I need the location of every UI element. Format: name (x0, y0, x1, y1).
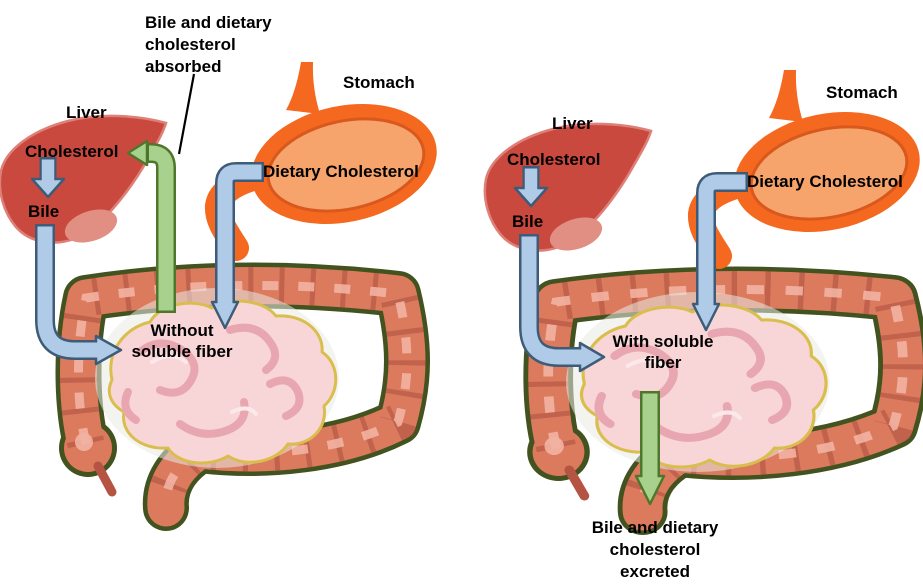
left-dietary-cholesterol-label: Dietary Cholesterol (263, 162, 419, 181)
excreted-annotation: Bile and dietary cholesterol excreted (591, 518, 719, 581)
intestines-illustration (527, 289, 903, 512)
excretion-arrow (634, 391, 666, 506)
left-stomach-label: Stomach (343, 73, 415, 92)
with-soluble-fiber-label: With soluble fiber (612, 332, 714, 372)
dietary-cholesterol-arrow (210, 162, 264, 330)
left-liver-label: Liver (66, 103, 107, 122)
right-liver-label: Liver (552, 114, 593, 133)
cholesterol-to-bile-arrow (513, 166, 549, 208)
dietary-cholesterol-arrow (691, 172, 748, 332)
liver-illustration (483, 122, 653, 258)
without-soluble-fiber-label: Without soluble fiber (131, 321, 233, 361)
left-bile-label: Bile (28, 202, 60, 221)
right-stomach-label: Stomach (826, 83, 898, 102)
right-dietary-cholesterol-label: Dietary Cholesterol (747, 172, 903, 191)
intestines-illustration (59, 285, 407, 508)
absorbed-annotation: Bile and dietary cholesterol absorbed (145, 13, 272, 76)
bile-flow-arrow (35, 224, 123, 366)
right-panel-illustration (483, 70, 923, 512)
annotation-pointer-line (177, 73, 196, 155)
left-panel-illustration (0, 62, 448, 508)
right-cholesterol-label: Cholesterol (507, 150, 601, 169)
cholesterol-to-bile-arrow (30, 157, 66, 199)
right-bile-label: Bile (512, 212, 544, 231)
absorption-arrow (126, 139, 176, 313)
liver-illustration (0, 114, 168, 250)
bile-flow-arrow (519, 234, 606, 373)
left-cholesterol-label: Cholesterol (25, 142, 119, 161)
